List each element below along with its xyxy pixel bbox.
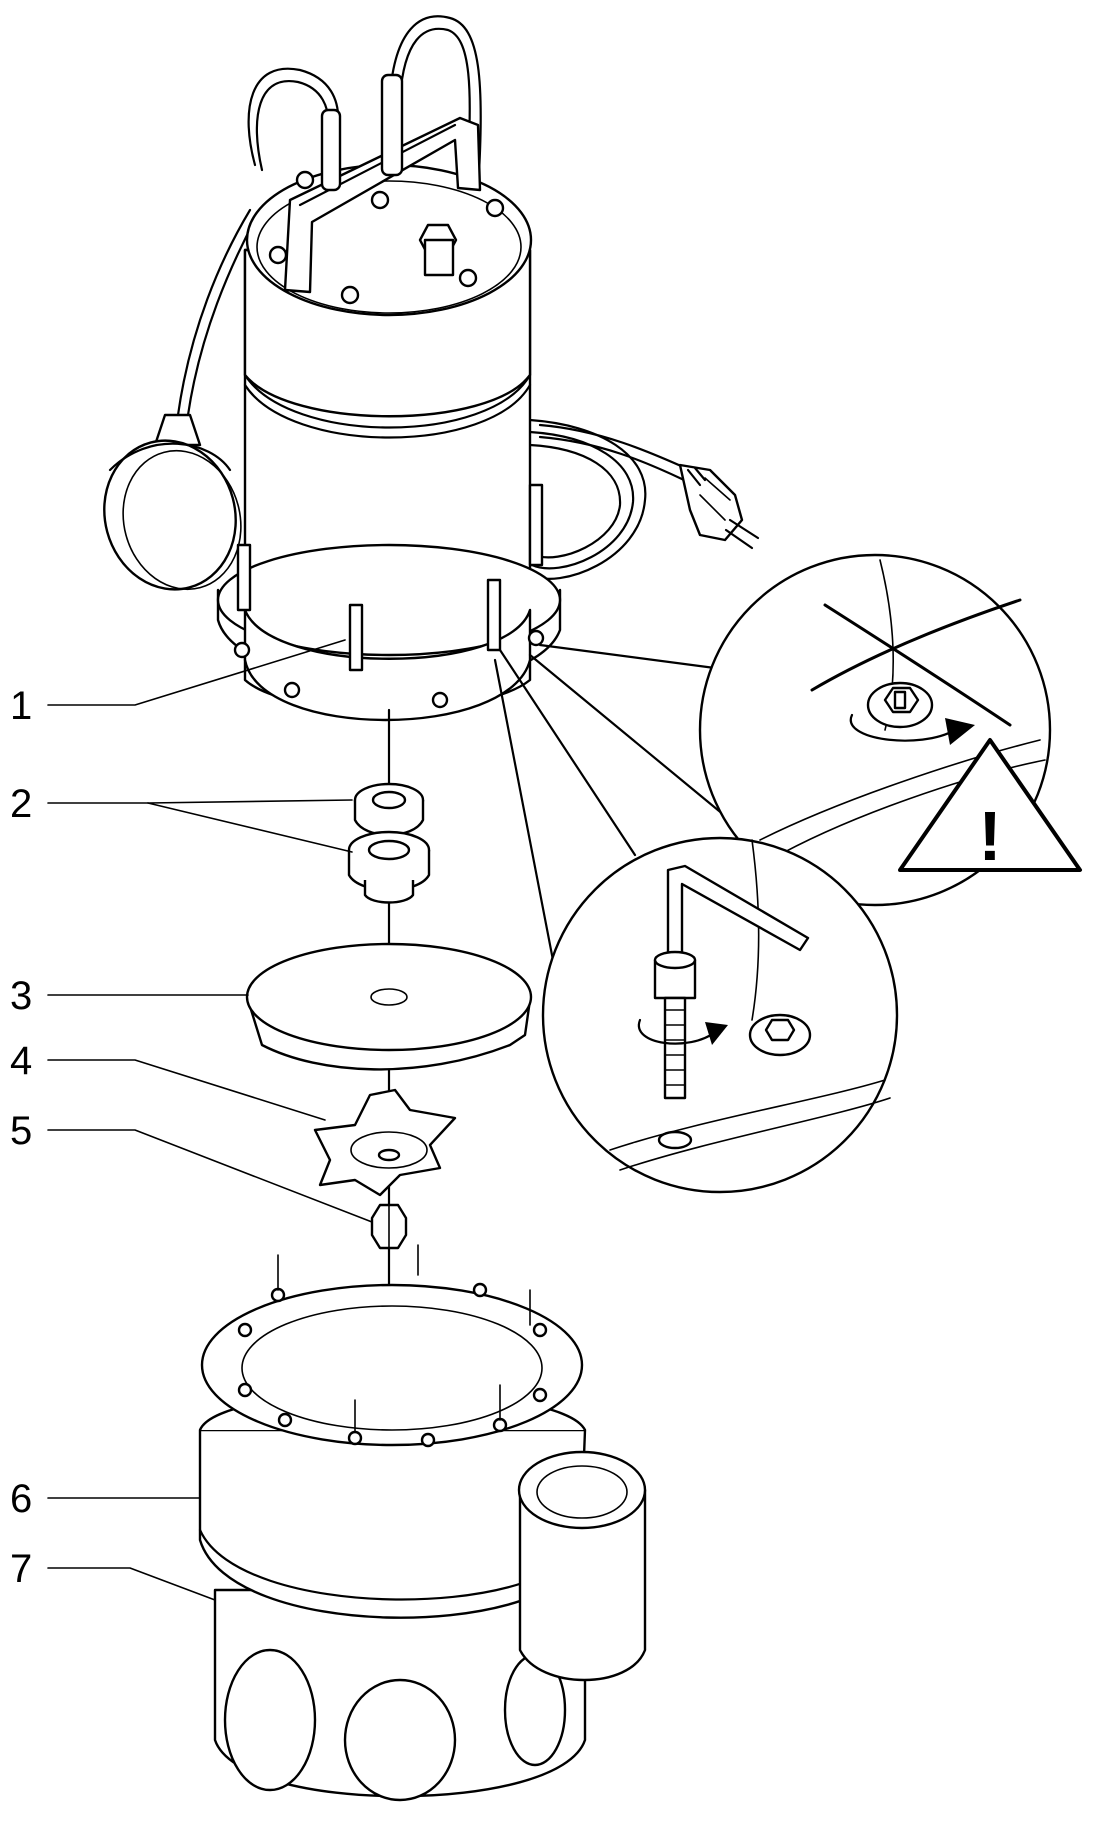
diffuser-plate bbox=[245, 942, 533, 1071]
pump-housing bbox=[198, 1244, 647, 1802]
leader-4 bbox=[47, 1059, 326, 1121]
callout-7: 7 bbox=[10, 1547, 33, 1591]
callout-1: 1 bbox=[10, 684, 33, 728]
leader-lines bbox=[47, 639, 373, 1601]
leader-2b bbox=[147, 802, 353, 853]
callout-2: 2 bbox=[10, 782, 33, 826]
impeller bbox=[313, 1088, 457, 1197]
rotation-arrow-icon bbox=[849, 713, 957, 742]
callout-3: 3 bbox=[10, 974, 33, 1018]
shaft-seal bbox=[347, 782, 431, 904]
motor-housing bbox=[216, 73, 562, 722]
callout-5: 5 bbox=[10, 1109, 33, 1153]
hex-key-detail-circle bbox=[493, 648, 899, 1194]
power-plug-icon bbox=[678, 463, 760, 550]
prohibited-cross-icon bbox=[810, 598, 1022, 727]
warning-triangle-icon: ! bbox=[898, 738, 1082, 875]
leader-2a bbox=[47, 799, 353, 804]
warning-symbol: ! bbox=[978, 797, 1001, 875]
callout-4: 4 bbox=[10, 1039, 33, 1083]
leader-7 bbox=[47, 1567, 216, 1601]
callout-6: 6 bbox=[10, 1477, 33, 1521]
leader-5 bbox=[47, 1129, 373, 1223]
leader-1 bbox=[47, 639, 346, 706]
impeller-nut bbox=[370, 1203, 408, 1250]
float-switch bbox=[103, 413, 242, 591]
